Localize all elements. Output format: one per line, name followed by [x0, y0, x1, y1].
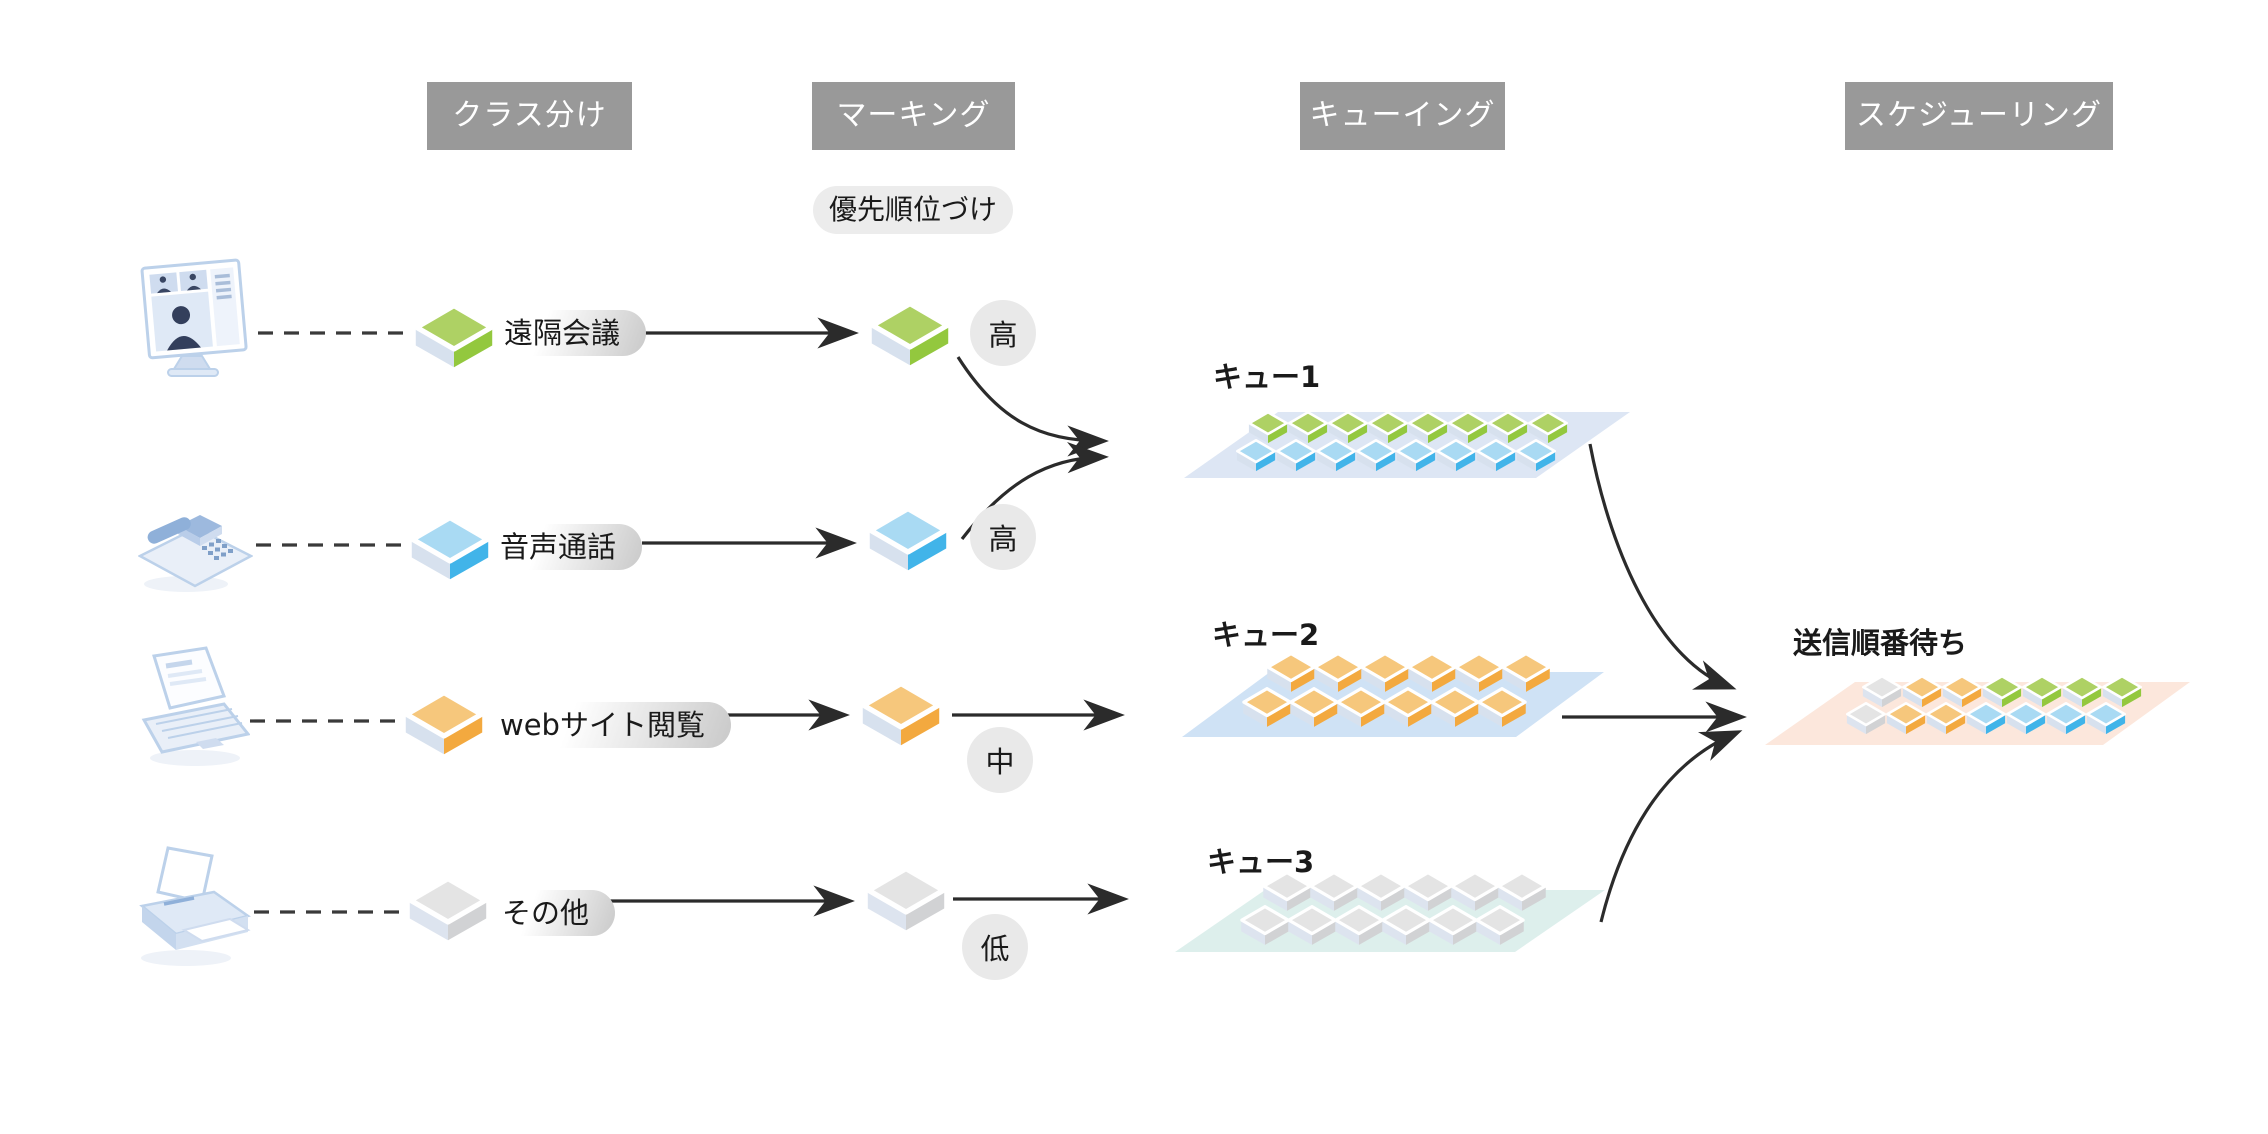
marking-packet-other [866, 866, 946, 932]
packet-box [1428, 905, 1478, 946]
packet-box [1242, 687, 1292, 728]
class-packet-voice [410, 515, 490, 581]
queue3-packet-row-bottom [1240, 905, 1522, 946]
packet-box [1287, 905, 1337, 946]
packet-box [1334, 905, 1384, 946]
marking-packet-video [870, 301, 950, 367]
priority-badge-medium: 中 [967, 727, 1033, 793]
packet-box [1516, 439, 1556, 472]
laptop-icon [140, 646, 251, 776]
curve-high1-to-queue1 [956, 356, 1109, 457]
queue3-label: キュー3 [1207, 845, 1315, 879]
queue1-label: キュー1 [1213, 360, 1321, 394]
packet-box [1430, 687, 1480, 728]
packet-box [1886, 702, 1926, 735]
packet-box [1436, 439, 1476, 472]
packet-box [1846, 702, 1886, 735]
packet-box [1383, 687, 1433, 728]
packet-box [1926, 702, 1966, 735]
packet-box [2086, 702, 2126, 735]
stage-header-marking: マーキング [812, 82, 1015, 150]
class-label-voice: 音声通話 [484, 524, 643, 570]
prioritization-note: 優先順位づけ [813, 186, 1013, 234]
packet-box [1966, 702, 2006, 735]
packet-box [1276, 439, 1316, 472]
class-packet-video [414, 303, 494, 369]
scheduler-packet-row-bottom [1846, 702, 2126, 735]
video-conference-icon [140, 256, 250, 386]
packet-box [1240, 905, 1290, 946]
curve-queue3-to-scheduler [1599, 730, 1743, 923]
class-label-other: その他 [486, 890, 616, 936]
class-label-web: webサイト閲覧 [484, 702, 731, 748]
priority-badge-high-2: 高 [970, 504, 1036, 570]
packet-box [1477, 687, 1527, 728]
packet-box [1236, 439, 1276, 472]
class-packet-web [404, 690, 484, 756]
packet-box [2046, 702, 2086, 735]
packet-box [1475, 905, 1525, 946]
marking-packet-web [861, 681, 941, 747]
printer-icon [136, 842, 254, 978]
class-packet-other [408, 876, 488, 942]
packet-box [1316, 439, 1356, 472]
queue2-packet-row-bottom [1242, 687, 1524, 728]
packet-box [1336, 687, 1386, 728]
stage-header-classification: クラス分け [427, 82, 632, 150]
queue2-label: キュー2 [1212, 618, 1320, 652]
priority-badge-low: 低 [962, 914, 1028, 980]
packet-box [1396, 439, 1436, 472]
queue1-packet-row-bottom [1236, 439, 1556, 472]
fax-phone-icon [137, 496, 254, 600]
scheduler-label: 送信順番待ち [1793, 626, 1968, 660]
stage-header-scheduling: スケジューリング [1845, 82, 2113, 150]
packet-box [1356, 439, 1396, 472]
packet-box [1289, 687, 1339, 728]
class-label-video: 遠隔会議 [488, 310, 647, 356]
marking-packet-voice [868, 506, 948, 572]
packet-box [1381, 905, 1431, 946]
packet-box [2006, 702, 2046, 735]
packet-box [1476, 439, 1516, 472]
stage-header-queuing: キューイング [1300, 82, 1505, 150]
curve-queue1-to-scheduler [1588, 443, 1737, 690]
priority-badge-high-1: 高 [970, 300, 1036, 366]
